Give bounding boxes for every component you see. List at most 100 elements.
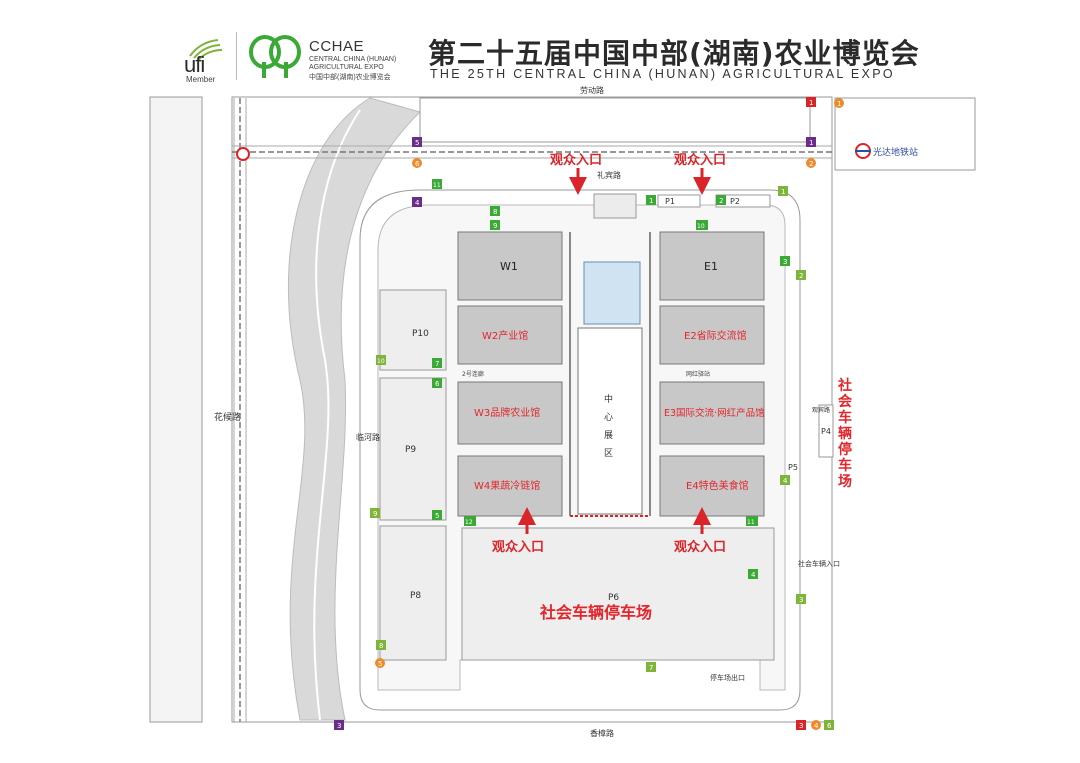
gate-7-lightgreen[interactable] — [646, 662, 656, 672]
gate-7-green[interactable] — [432, 358, 442, 368]
gate-12-green[interactable] — [464, 516, 476, 526]
gate-6-lightgreen[interactable] — [824, 720, 834, 730]
metro-block — [834, 97, 976, 171]
svg-text:12: 12 — [465, 519, 473, 526]
gate-2-green[interactable] — [716, 195, 726, 205]
organizer-en-line1: CENTRAL CHINA (HUNAN) — [309, 56, 397, 63]
gate-10-green[interactable] — [696, 220, 708, 230]
svg-text:2: 2 — [799, 272, 803, 280]
hall-w3[interactable] — [457, 381, 563, 445]
svg-text:1: 1 — [837, 100, 841, 108]
hall-w1[interactable] — [457, 231, 563, 301]
svg-text:6: 6 — [435, 380, 440, 388]
entrance-bottom-right[interactable]: 观众入口 — [674, 507, 726, 555]
rail-station-icon — [236, 147, 250, 161]
svg-text:车: 车 — [838, 457, 852, 474]
parking-exit-label: 停车场出口 — [710, 673, 745, 682]
gate-3-lightgreen[interactable] — [796, 594, 806, 604]
center-pavilion — [583, 261, 641, 325]
center-label-4: 区 — [604, 448, 613, 459]
parking-p8 — [379, 525, 447, 661]
gate-1-purple[interactable] — [806, 137, 816, 147]
laodong-block — [419, 97, 811, 143]
svg-text:9: 9 — [373, 510, 377, 518]
gate-8-green[interactable] — [490, 206, 500, 216]
parking-p1 — [657, 194, 701, 208]
gate-9-green[interactable] — [490, 220, 500, 230]
svg-text:9: 9 — [493, 222, 497, 230]
p6-label: P6 — [608, 593, 619, 603]
svg-text:2: 2 — [809, 160, 813, 168]
hall-e4[interactable] — [659, 455, 765, 517]
ufi-swoosh-icon — [189, 39, 223, 61]
gate-3-red[interactable] — [796, 720, 806, 730]
p4-label: P4 — [821, 427, 831, 436]
p1-label: P1 — [665, 197, 675, 206]
gate-6-orange[interactable] — [412, 158, 422, 168]
guanbin-road-label: 观宾路 — [812, 406, 830, 414]
svg-text:7: 7 — [649, 664, 653, 672]
entrance-top-right[interactable]: 观众入口 — [674, 152, 726, 195]
hall-e1-label: E1 — [704, 260, 718, 273]
libin-road-label: 礼宾路 — [597, 170, 621, 180]
gate-1-green[interactable] — [646, 195, 656, 205]
svg-text:会: 会 — [838, 393, 853, 410]
gate-4-green[interactable] — [748, 569, 758, 579]
hall-w4[interactable] — [457, 455, 563, 517]
gate-4-orange[interactable] — [811, 720, 821, 730]
center-label-3: 展 — [604, 430, 613, 441]
gate-11-green[interactable] — [432, 179, 442, 189]
top-plaza — [593, 193, 637, 219]
ufi-member: Member — [186, 75, 216, 84]
gate-2-orange[interactable] — [806, 158, 816, 168]
public-parking-label: 社会车辆停车场 — [539, 603, 652, 622]
hall-e3[interactable] — [659, 381, 765, 445]
gate-5-orange[interactable] — [375, 658, 385, 668]
entrance-top-left[interactable]: 观众入口 — [550, 152, 602, 195]
gate-9-lightgreen[interactable] — [370, 508, 380, 518]
gate-11-green-east[interactable] — [746, 516, 758, 526]
svg-text:观众入口: 观众入口 — [674, 152, 726, 168]
svg-text:7: 7 — [435, 360, 439, 368]
gate-5-green[interactable] — [432, 510, 442, 520]
gate-1-orange[interactable] — [834, 98, 844, 108]
svg-text:5: 5 — [435, 512, 439, 520]
organizer-en-line2: AGRICULTURAL EXPO — [309, 64, 384, 71]
cchae-logo-icon — [249, 35, 301, 78]
hall-w2[interactable] — [457, 305, 563, 365]
hall-w1-label: W1 — [500, 260, 518, 273]
p5-label: P5 — [788, 463, 798, 472]
gate-8-lightgreen[interactable] — [376, 640, 386, 650]
svg-text:辆: 辆 — [838, 425, 852, 442]
parking-p6 — [461, 527, 775, 661]
hall-e2[interactable] — [659, 305, 765, 365]
river-path — [313, 109, 361, 721]
gate-5-purple[interactable] — [412, 137, 422, 147]
parking-p10 — [379, 289, 447, 371]
gate-4-lightgreen[interactable] — [780, 475, 790, 485]
svg-text:3: 3 — [799, 596, 803, 604]
entrance-bottom-left[interactable]: 观众入口 — [492, 507, 544, 555]
svg-text:6: 6 — [827, 722, 832, 730]
gate-10-lightgreen[interactable] — [376, 355, 386, 365]
laodong-road-label: 劳动路 — [580, 85, 604, 95]
svg-text:1: 1 — [809, 99, 813, 107]
gate-6-green[interactable] — [432, 378, 442, 388]
svg-text:8: 8 — [493, 208, 497, 216]
expo-title-cn: 第二十五届中国中部(湖南)农业博览会 — [428, 37, 920, 70]
svg-text:4: 4 — [415, 199, 420, 207]
svg-text:1: 1 — [781, 188, 785, 196]
gate-3-purple[interactable] — [334, 720, 344, 730]
hall-e1[interactable] — [659, 231, 765, 301]
gate-1-lightgreen[interactable] — [778, 186, 788, 196]
svg-text:8: 8 — [379, 642, 383, 650]
gate-3-green[interactable] — [780, 256, 790, 266]
gate-1-red[interactable] — [806, 97, 816, 107]
w-corridor-label: 2号连廊 — [462, 370, 484, 378]
gate-4-purple[interactable] — [412, 197, 422, 207]
public-parking-vertical: 社 会 车 辆 停 车 场 — [837, 377, 853, 490]
gate-2-lightgreen[interactable] — [796, 270, 806, 280]
center-area[interactable] — [577, 327, 643, 515]
expo-title-en: THE 25TH CENTRAL CHINA (HUNAN) AGRICULTU… — [430, 67, 895, 81]
huahou-road-block — [149, 96, 203, 723]
